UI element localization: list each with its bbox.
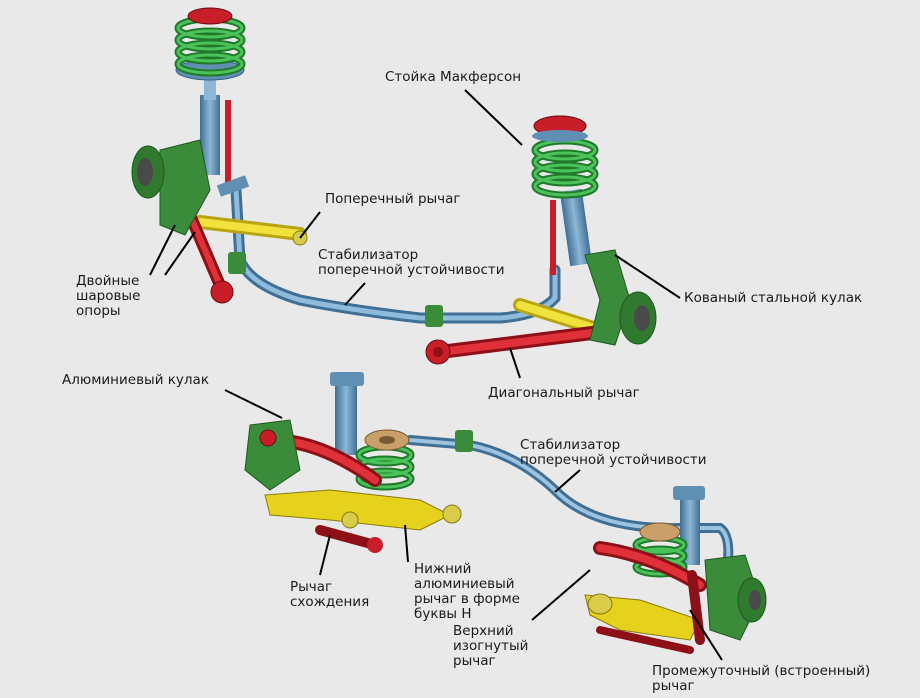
front-strut-right: [531, 115, 599, 275]
label-ball-joints: Двойные шаровые опоры: [76, 273, 141, 319]
label-intermediate-arm: Промежуточный (встроенный) рычаг: [652, 663, 871, 694]
rear-intermediate-arm: [687, 570, 705, 645]
front-knuckle-right: [584, 249, 657, 346]
label-lower-h-arm: Нижний алюминиевый рычаг в форме буквы Н: [414, 561, 520, 622]
label-diagonal-arm: Диагональный рычаг: [488, 385, 640, 401]
label-rear-stabilizer: Стабилизатор поперечной устойчивости: [520, 437, 707, 468]
label-macpherson-strut: Стойка Макферсон: [385, 69, 522, 85]
rear-shock-left: [330, 372, 415, 491]
rear-suspension: [244, 372, 767, 654]
label-upper-curved-arm: Верхний изогнутый рычаг: [453, 623, 529, 669]
leader-lines: [149, 89, 723, 661]
label-front-stabilizer: Стабилизатор поперечной устойчивости: [318, 247, 505, 278]
label-aluminum-knuckle: Алюминиевый кулак: [62, 372, 209, 388]
rear-toe-link-left: [315, 525, 380, 550]
label-toe-link: Рычаг схождения: [290, 579, 370, 610]
front-suspension: [131, 7, 657, 365]
front-knuckle-left: [131, 139, 211, 236]
rear-knuckle-left: [244, 419, 301, 491]
label-transverse-arm: Поперечный рычаг: [325, 191, 461, 207]
rear-lower-h-arm-left: [264, 489, 452, 531]
rear-lower-h-arm-right: [584, 594, 701, 641]
label-forged-knuckle: Кованый стальной кулак: [684, 290, 863, 306]
front-strut-left: [174, 7, 246, 185]
